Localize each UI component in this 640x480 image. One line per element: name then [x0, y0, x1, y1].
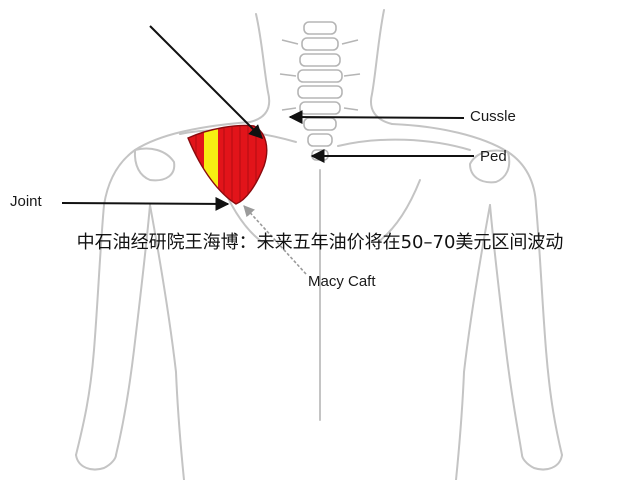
macy-caft-arrow: [243, 205, 307, 275]
cussle-arrow: [288, 110, 465, 125]
cussle-label: Cussle: [470, 108, 516, 125]
right-arm-outer: [535, 204, 563, 456]
right-hand: [521, 454, 563, 471]
left-hand: [75, 454, 117, 471]
left-arm-inner: [115, 204, 151, 456]
top-arrow: [149, 25, 263, 139]
macy-caft-label: Macy Caft: [308, 273, 376, 290]
right-torso-outline: [455, 204, 491, 480]
caption-overlay: 中石油经研院王海博：未来五年油价将在50–70美元区间波动: [76, 232, 564, 253]
right-shoulder-blade: [469, 149, 511, 184]
right-clavicle: [337, 138, 471, 151]
neck-left-outline: [249, 13, 271, 123]
joint-label: Joint: [10, 193, 42, 210]
left-arm-outer: [75, 204, 105, 456]
right-arm-inner: [489, 204, 523, 456]
right-chest-line: [377, 179, 421, 243]
joint-arrow: [61, 196, 230, 211]
right-shoulder-outline: [391, 123, 537, 206]
neck-right-outline: [370, 9, 393, 125]
spine-vertebrae: [297, 21, 343, 161]
left-shoulder-blade: [133, 147, 176, 182]
left-torso-outline: [149, 204, 185, 480]
deltoid-muscle: [187, 124, 268, 205]
ped-label: Ped: [480, 148, 507, 165]
